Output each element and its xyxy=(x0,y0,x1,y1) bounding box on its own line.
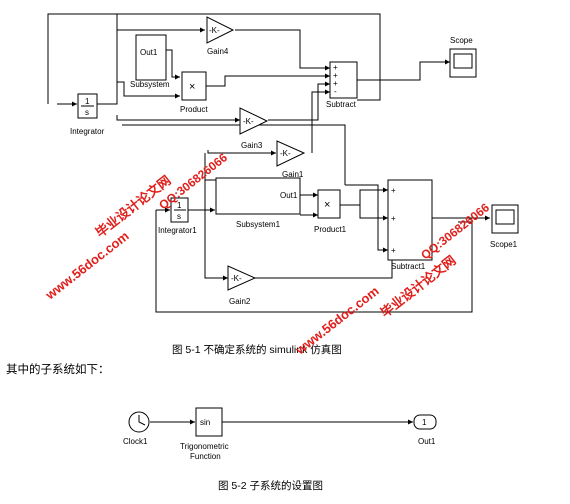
product-block[interactable] xyxy=(181,71,207,101)
gain2-label: Gain2 xyxy=(229,297,251,306)
gain1-label: Gain1 xyxy=(282,170,304,179)
integrator-denominator: s xyxy=(85,108,89,117)
figure-5-1-caption: 图 5-1 不确定系统的 simulink 仿真图 xyxy=(172,343,342,356)
product1-symbol: × xyxy=(324,199,330,211)
out1-port-number: 1 xyxy=(422,418,427,427)
scope1-label: Scope1 xyxy=(490,240,518,249)
gain4-label: Gain4 xyxy=(207,47,229,56)
out1-label: Out1 xyxy=(418,437,436,446)
out1-port[interactable] xyxy=(413,414,437,430)
subsystem-label: Subsystem xyxy=(130,80,170,89)
gain4-symbol: -K- xyxy=(209,26,220,35)
scope-label: Scope xyxy=(450,36,473,45)
subsystem1-block[interactable] xyxy=(215,177,301,215)
product1-label: Product1 xyxy=(314,225,347,234)
trig-function-label-line1: Trigonometric xyxy=(180,442,229,451)
subtract1-block[interactable] xyxy=(387,179,433,261)
subtract1-sign-1: + xyxy=(391,186,396,195)
trig-function-block[interactable] xyxy=(195,407,223,437)
subsystem1-out-port-label: Out1 xyxy=(280,191,298,200)
gain4-block[interactable] xyxy=(206,16,235,44)
subtract-block[interactable] xyxy=(329,61,358,99)
subsystem-out-port-label: Out1 xyxy=(140,48,158,57)
integrator1-numerator: 1 xyxy=(177,201,182,210)
watermark-site-1: www.56doc.com xyxy=(42,228,132,303)
gain1-symbol: -K- xyxy=(280,149,291,158)
gain2-symbol: -K- xyxy=(231,274,242,283)
subtract-sign-1: + xyxy=(333,63,338,72)
subsystem-block[interactable] xyxy=(135,34,167,81)
gain2-block[interactable] xyxy=(227,265,257,291)
subsystem1-label: Subsystem1 xyxy=(236,220,281,229)
product-symbol: × xyxy=(189,81,195,93)
integrator-numerator: 1 xyxy=(85,97,90,106)
integrator-label: Integrator xyxy=(70,127,105,136)
gain-block[interactable] xyxy=(239,107,269,135)
trig-function-symbol: sin xyxy=(200,418,210,427)
clock-hands xyxy=(138,415,146,426)
subtract1-label: Subtract1 xyxy=(391,262,426,271)
subtract-sign-3: + xyxy=(333,79,338,88)
subtract-label: Subtract xyxy=(326,100,357,109)
simulink-main-diagram: Out1 Subsystem -K- Gain4 × Product 1 s I… xyxy=(47,13,519,313)
integrator1-label: Integrator1 xyxy=(158,226,197,235)
trig-function-label-line2: Function xyxy=(190,452,221,461)
gain3-label: Gain3 xyxy=(241,141,263,150)
scope1-screen xyxy=(495,209,515,225)
subtract1-sign-3: + xyxy=(391,246,396,255)
gain1-block[interactable] xyxy=(276,140,306,167)
clock-label: Clock1 xyxy=(123,437,148,446)
subtract-sign-4: - xyxy=(334,87,337,96)
figure-5-2-caption: 图 5-2 子系统的设置图 xyxy=(218,479,323,492)
subsystem-intro-text: 其中的子系统如下： xyxy=(6,362,110,376)
subtract-sign-2: + xyxy=(333,71,338,80)
simulink-subsystem-diagram: Clock1 sin Trigonometric Function 1 Out1 xyxy=(123,407,437,461)
gain-symbol: -K- xyxy=(243,117,254,126)
subtract1-sign-2: + xyxy=(391,214,396,223)
integrator1-denominator: s xyxy=(177,212,181,221)
product1-block[interactable] xyxy=(317,189,341,219)
scope-screen xyxy=(453,53,473,69)
product-label: Product xyxy=(180,105,208,114)
